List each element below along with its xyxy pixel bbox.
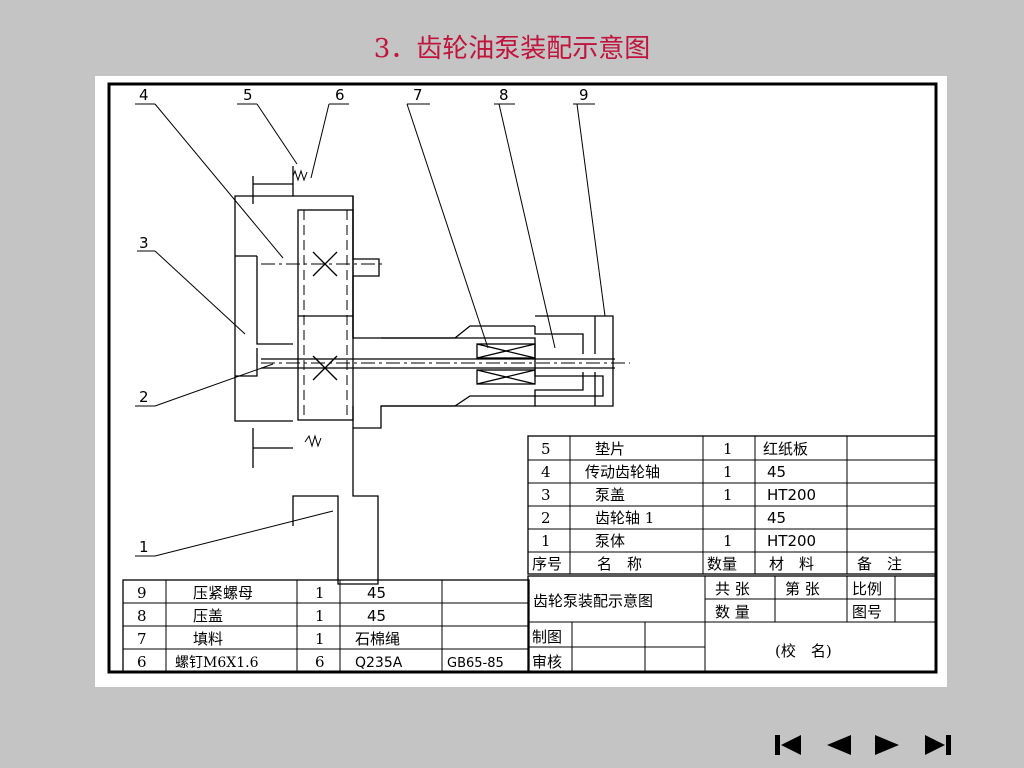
pr-header-0: 序号 [532, 555, 562, 573]
pr-r2-c3: HT200 [767, 486, 816, 504]
pr-r1-c3: 45 [767, 463, 786, 481]
pr-r0-c0: 5 [541, 440, 551, 458]
pl-r3-c2: 6 [315, 653, 325, 671]
tb-sheet-no: 第 张 [785, 580, 820, 598]
pr-r4-c1: 泵体 [595, 532, 625, 550]
parts-list-left [122, 579, 530, 673]
pr-header-2: 数量 [707, 555, 737, 573]
tb-drawn: 制图 [532, 628, 562, 646]
pl-r1-c1: 压盖 [193, 607, 223, 625]
pl-r3-c0: 6 [137, 653, 147, 671]
pl-r2-c1: 填料 [193, 630, 223, 648]
pr-header-4: 备 注 [857, 555, 902, 573]
skip-last-icon [925, 735, 951, 755]
triangle-left-icon [827, 735, 851, 755]
screws [252, 169, 322, 468]
pr-r3-c0: 2 [541, 509, 551, 527]
pr-r3-c1: 齿轮轴 1 [595, 509, 654, 527]
triangle-right-icon [875, 735, 899, 755]
pr-r2-c2: 1 [723, 486, 733, 504]
callout-4: 4 [139, 86, 149, 104]
pr-r1-c1: 传动齿轮轴 [585, 463, 660, 481]
previous-slide-button[interactable] [820, 728, 856, 762]
first-slide-button[interactable] [770, 728, 806, 762]
tb-sheets-total: 共 张 [715, 580, 750, 598]
callout-7: 7 [413, 86, 423, 104]
packing-and-gland [381, 315, 614, 407]
pr-r4-c3: HT200 [767, 532, 816, 550]
title-block [527, 575, 937, 673]
pump-cover-outline [234, 195, 293, 422]
pl-r0-c0: 9 [137, 584, 147, 602]
pl-r2-c3: 石棉绳 [355, 630, 400, 648]
pl-r0-c1: 压紧螺母 [193, 584, 253, 602]
callout-9: 9 [579, 86, 589, 104]
pl-r0-c3: 45 [367, 584, 386, 602]
pr-r0-c1: 垫片 [595, 440, 625, 458]
pr-r4-c2: 1 [723, 532, 733, 550]
pr-r2-c1: 泵盖 [595, 486, 625, 504]
pl-r0-c2: 1 [315, 584, 325, 602]
pl-r1-c0: 8 [137, 607, 147, 625]
callout-1: 1 [139, 538, 149, 556]
pr-r2-c0: 3 [541, 486, 551, 504]
callout-2: 2 [139, 388, 149, 406]
parts-list-right [527, 435, 937, 575]
tb-school: (校 名) [775, 642, 832, 660]
callout-6: 6 [335, 86, 345, 104]
drawing-sheet: 4 5 6 7 8 9 3 2 1 5 垫片 1 红纸板 4 传动齿轮轴 1 4… [95, 76, 947, 687]
pl-r3-c4: GB65-85 [447, 656, 504, 671]
pr-r4-c0: 1 [541, 532, 551, 550]
callout-5: 5 [243, 86, 253, 104]
slide-title: 3．齿轮油泵装配示意图 [373, 34, 651, 64]
skip-first-icon [775, 735, 801, 755]
tb-drawing-name: 齿轮泵装配示意图 [533, 592, 653, 610]
pr-header-3: 材 料 [769, 555, 814, 573]
pr-r1-c2: 1 [723, 463, 733, 481]
pl-r2-c0: 7 [137, 630, 147, 648]
tb-quantity: 数 量 [715, 603, 750, 621]
pr-r1-c0: 4 [541, 463, 551, 481]
tb-scale: 比例 [852, 580, 882, 598]
next-slide-button[interactable] [870, 728, 906, 762]
pl-r3-c1: 螺钉M6X1.6 [175, 655, 259, 671]
callout-8: 8 [499, 86, 509, 104]
pr-r0-c3: 红纸板 [763, 440, 808, 458]
callout-3: 3 [139, 234, 149, 252]
pr-r0-c2: 1 [723, 440, 733, 458]
callout-leaders [135, 103, 606, 557]
pl-r1-c3: 45 [367, 607, 386, 625]
last-slide-button[interactable] [920, 728, 956, 762]
assembly-drawing: 4 5 6 7 8 9 3 2 1 5 垫片 1 红纸板 4 传动齿轮轴 1 4… [107, 82, 938, 674]
pl-r2-c2: 1 [315, 630, 325, 648]
pr-r3-c3: 45 [767, 509, 786, 527]
tb-checked: 审核 [532, 653, 562, 671]
gear-housing [261, 209, 630, 421]
slide-navigation [770, 728, 956, 762]
pr-header-1: 名 称 [597, 555, 642, 573]
pl-r1-c2: 1 [315, 607, 325, 625]
pl-r3-c3: Q235A [355, 655, 403, 671]
tb-drawing-no: 图号 [852, 603, 882, 621]
